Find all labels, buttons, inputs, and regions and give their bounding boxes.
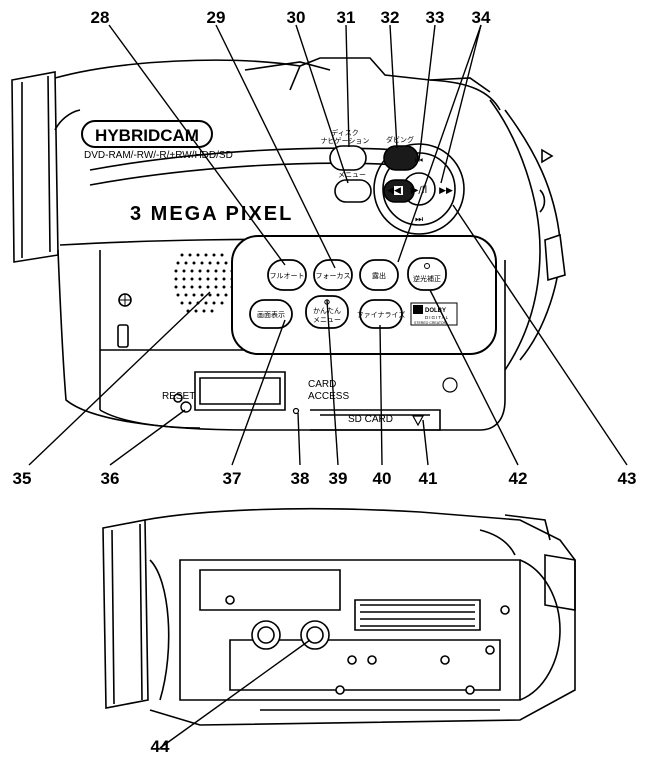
card-access-lamp xyxy=(292,407,300,415)
card-access-label-2: ACCESS xyxy=(308,391,349,402)
leader-39 xyxy=(326,299,339,466)
leader-38 xyxy=(297,412,301,466)
callout-38: 38 xyxy=(291,469,310,488)
disc-navigation-button[interactable] xyxy=(329,145,367,171)
play-pause-icon: ▶/ll xyxy=(411,185,428,196)
leader-34 xyxy=(440,24,482,184)
easy-menu-label-1: かんたん xyxy=(313,307,341,315)
speaker-grille xyxy=(174,253,234,313)
fast-forward-icon: ▶▶ xyxy=(439,186,453,196)
callout-44: 44 xyxy=(151,737,170,756)
leader-40 xyxy=(379,324,383,466)
callout-31: 31 xyxy=(337,8,356,27)
reset-label: RESET xyxy=(162,391,195,402)
callout-numbers: 28 29 30 31 32 33 34 35 36 37 38 39 40 4… xyxy=(13,8,637,756)
dubbing-label: ダビング xyxy=(386,135,414,144)
focus-button[interactable] xyxy=(313,259,353,291)
callout-40: 40 xyxy=(373,469,392,488)
dolby-text-1: DOLBY xyxy=(425,308,446,314)
leader-33 xyxy=(418,24,436,161)
callout-30: 30 xyxy=(287,8,306,27)
mega-pixel-text: 3 MEGA PIXEL xyxy=(130,203,293,225)
brand-badge: HYBRIDCAM xyxy=(81,120,213,148)
display-label: 画面表示 xyxy=(257,310,285,319)
disc-nav-label-2: ナビゲーション xyxy=(321,136,370,145)
brand-text: HYBRIDCAM xyxy=(95,126,199,145)
camcorder-bottom-view xyxy=(102,507,576,726)
exposure-label: 露出 xyxy=(372,271,386,280)
skip-back-icon: ⏮ xyxy=(415,156,423,166)
leader-32 xyxy=(389,24,398,149)
dubbing-button[interactable] xyxy=(383,145,419,171)
skip-forward-icon: ⏭ xyxy=(415,215,423,225)
upper-buttons: ディスク ナビゲーション ダビング メニュー xyxy=(321,128,419,203)
full-auto-button[interactable] xyxy=(267,259,307,291)
menu-button[interactable] xyxy=(334,179,372,203)
control-buttons: フルオート フォーカス 露出 逆光補正 画面表示 かんたん メニュー ファイナラ… xyxy=(231,235,497,355)
finalize-label: ファイナライズ xyxy=(357,310,406,319)
focus-label: フォーカス xyxy=(316,272,351,280)
backlight-button[interactable] xyxy=(407,257,447,291)
leader-43 xyxy=(452,204,628,466)
dolby-text-2: DIGITAL xyxy=(425,315,449,320)
callout-39: 39 xyxy=(329,469,348,488)
display-button[interactable] xyxy=(249,299,293,329)
callout-42: 42 xyxy=(509,469,528,488)
leader-36 xyxy=(109,409,186,466)
callout-34: 34 xyxy=(472,8,491,27)
leader-35 xyxy=(28,291,211,466)
leader-lines xyxy=(28,24,628,749)
leader-34b xyxy=(397,24,482,263)
easy-menu-label-2: メニュー xyxy=(313,316,341,324)
card-access-label-1: CARD xyxy=(308,379,336,390)
media-formats-text: DVD-RAM/-RW/-R/+RW/HDD/SD xyxy=(84,150,233,161)
button-panel xyxy=(231,235,497,355)
rewind-icon: ◀◀ xyxy=(387,186,401,196)
callout-33: 33 xyxy=(426,8,445,27)
callout-37: 37 xyxy=(223,469,242,488)
callout-32: 32 xyxy=(381,8,400,27)
callout-36: 36 xyxy=(101,469,120,488)
backlight-label: 逆光補正 xyxy=(413,274,441,283)
leader-44 xyxy=(159,639,311,749)
joystick[interactable]: ⏮ ⏭ ◀◀ ▶▶ ▶/ll xyxy=(387,156,453,225)
dolby-text-3: STEREO CREATOR xyxy=(414,321,447,325)
disc-nav-label-1: ディスク xyxy=(331,128,359,137)
callout-28: 28 xyxy=(91,8,110,27)
leader-37 xyxy=(231,319,286,466)
leader-31 xyxy=(345,24,350,148)
backlight-indicator xyxy=(424,263,430,269)
eject-triangle-icon xyxy=(411,415,425,427)
full-auto-label: フルオート xyxy=(270,272,305,280)
leader-29 xyxy=(215,24,336,269)
easy-menu-button[interactable] xyxy=(305,295,349,329)
menu-label: メニュー xyxy=(338,171,366,179)
callout-35: 35 xyxy=(13,469,32,488)
callout-43: 43 xyxy=(618,469,637,488)
stop-icon xyxy=(394,186,403,195)
leader-42 xyxy=(429,289,519,466)
leader-30 xyxy=(295,24,349,184)
dolby-logo: DOLBY DIGITAL STEREO CREATOR xyxy=(410,302,458,326)
exposure-button[interactable] xyxy=(359,259,399,291)
reset-button[interactable] xyxy=(180,401,192,413)
finalize-button[interactable] xyxy=(359,299,403,329)
callout-29: 29 xyxy=(207,8,226,27)
leader-28 xyxy=(108,24,286,266)
camcorder-side-view xyxy=(11,57,566,431)
callout-41: 41 xyxy=(419,469,438,488)
leader-41 xyxy=(422,419,429,466)
sd-card-label: SD CARD xyxy=(348,414,393,425)
